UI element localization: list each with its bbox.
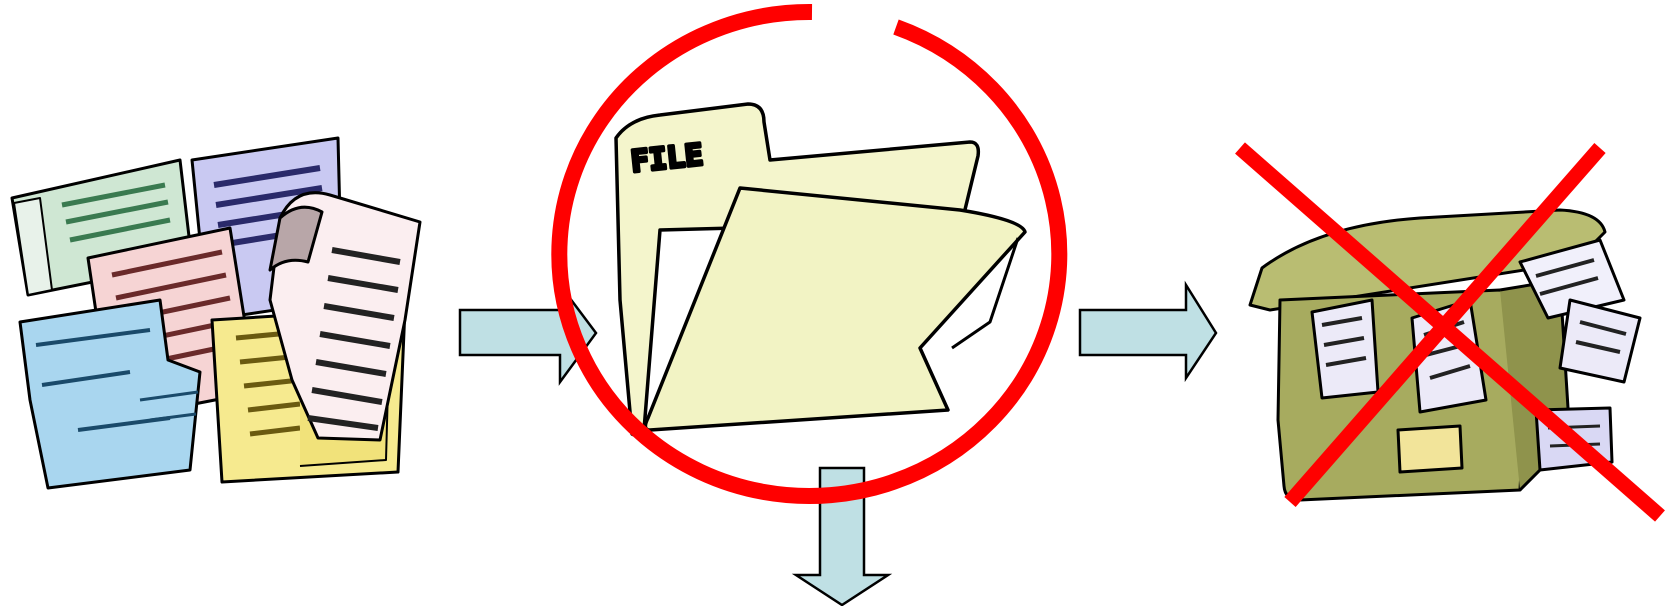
arrow-right-2 <box>1080 285 1216 378</box>
papers-icon <box>12 138 420 488</box>
folder-icon: FILE <box>616 104 1025 435</box>
